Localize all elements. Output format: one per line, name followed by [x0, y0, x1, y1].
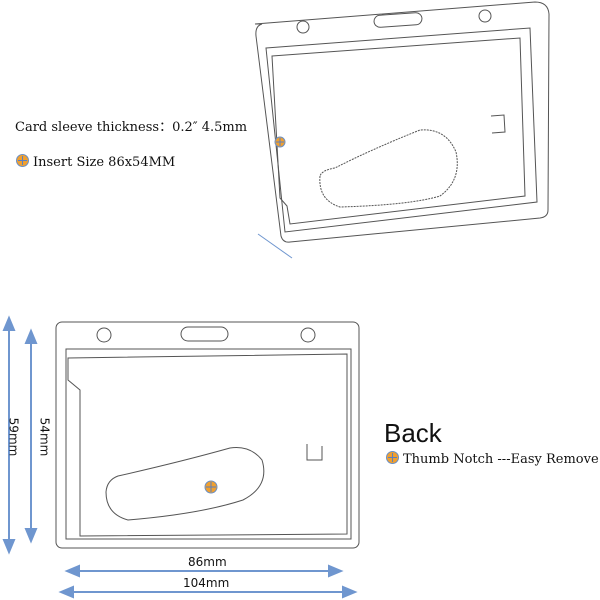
sleeve-thickness-label: Card sleeve thickness：0.2″ 4.5mm	[15, 120, 248, 135]
back-holder-slot	[180, 326, 229, 342]
top-holder-thumb-notch	[319, 129, 458, 208]
back-holder-thumb-notch	[105, 447, 265, 521]
back-holder-bullet	[204, 480, 218, 494]
back-holder-hole-right	[300, 327, 316, 343]
top-holder-inner-frame	[265, 27, 538, 233]
top-card-holder	[254, 1, 550, 259]
thumb-notch-label: Thumb Notch ---Easy Remove	[386, 451, 599, 467]
back-holder-pocket	[67, 353, 348, 537]
top-holder-slot	[373, 12, 423, 28]
plus-circle-icon	[386, 451, 399, 464]
insert-size-text: Insert Size 86x54MM	[33, 155, 176, 170]
top-holder-hole-right	[478, 9, 492, 23]
back-card-holder	[55, 321, 360, 549]
top-holder-lanyard-clip	[490, 114, 506, 134]
top-holder-hole-left	[296, 20, 310, 34]
top-holder-edge-line	[257, 233, 293, 259]
plus-circle-icon	[16, 154, 29, 167]
height-outer-label: 59mm	[6, 417, 21, 457]
back-holder-hole-left	[96, 327, 112, 343]
width-inner-label: 86mm	[188, 555, 227, 569]
back-holder-outline	[55, 321, 360, 549]
height-inner-label: 54mm	[37, 417, 52, 457]
top-holder-outline	[254, 1, 550, 243]
back-holder-inner-frame	[65, 348, 352, 540]
width-outer-label: 104mm	[183, 576, 230, 590]
top-holder-bullet	[274, 136, 286, 148]
back-title: Back	[384, 418, 442, 448]
thumb-notch-text: Thumb Notch ---Easy Remove	[403, 452, 599, 467]
top-holder-pocket	[271, 37, 526, 225]
back-holder-lanyard-clip	[306, 444, 323, 461]
insert-size-label: Insert Size 86x54MM	[16, 154, 175, 170]
dimension-arrows	[2, 315, 358, 599]
